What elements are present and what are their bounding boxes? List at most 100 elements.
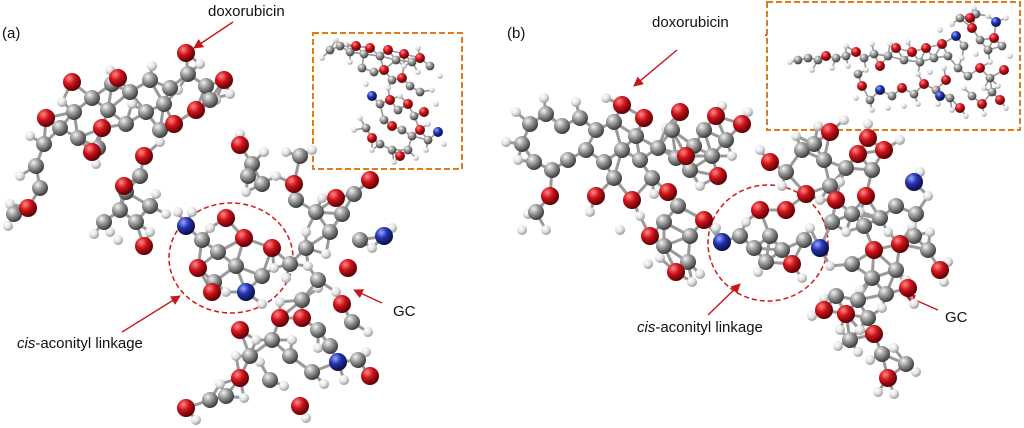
panel-b-hydrogen-atom (797, 273, 807, 283)
panel-a-carbon-atom (334, 206, 350, 222)
panel-b-oxygen-atom (899, 279, 917, 297)
panel-a-carbon-atom (28, 158, 44, 174)
panel-b-oxygen-atom (761, 153, 779, 171)
panel-a-carbon-atom (132, 168, 148, 184)
panel-a-doxorubicin-arrow (193, 21, 234, 49)
panel-b-carbon-atom (824, 214, 840, 230)
panel-b-inset-carbon-atom (915, 57, 925, 67)
panel-b-hydrogen-atom (815, 195, 825, 205)
panel-b-oxygen-atom (623, 191, 641, 209)
panel-b-hydrogen-atom (585, 207, 595, 217)
panel-a-inset-oxygen-atom (385, 95, 395, 105)
panel-a-carbon-atom (84, 90, 100, 106)
panel-b-carbon-atom (898, 356, 914, 372)
panel-b-hydrogen-atom (883, 227, 893, 237)
panel-a-carbon-atom (142, 198, 158, 214)
panel-a-inset-oxygen-atom (351, 41, 361, 51)
panel-b-oxygen-atom (671, 103, 689, 121)
panel-a-hydrogen-atom (313, 343, 323, 353)
panel-b-linkage-arrow (707, 283, 741, 316)
panel-a-carbon-atom (304, 364, 320, 380)
panel-a-inset-carbon-atom (369, 67, 379, 77)
panel-b-carbon-atom (606, 170, 622, 186)
panel-a-oxygen-atom (217, 209, 235, 227)
panel-a-oxygen-atom (37, 109, 55, 127)
panel-a-hydrogen-atom (225, 89, 235, 99)
panel-b-carbon-atom (860, 310, 876, 326)
panel-a-carbon-atom (282, 348, 298, 364)
panel-b-carbon-atom (606, 114, 622, 130)
panel-a-oxygen-atom (231, 369, 249, 387)
panel-b-oxygen-atom (587, 187, 605, 205)
panel-a-inset-carbon-atom (345, 47, 355, 57)
panel-b-inset-carbon-atom (793, 55, 803, 65)
panel-b-carbon-atom (560, 152, 576, 168)
panel-b-inset-nitrogen-atom (875, 85, 885, 95)
panel-b-inset-carbon-atom (859, 53, 869, 63)
panel-b-inset-hydrogen-atom (985, 13, 991, 19)
panel-b-inset-oxygen-atom (955, 103, 965, 113)
panel-a-inset-nitrogen-atom (367, 91, 377, 101)
panel-a-inset-carbon-atom (405, 81, 415, 91)
panel-b-carbon-atom (704, 148, 720, 164)
panel-b-oxygen-atom (783, 255, 801, 273)
panel-a-tag: (a) (2, 25, 20, 42)
panel-a-inset-carbon-atom (361, 123, 371, 133)
panel-b-carbon-atom (864, 270, 880, 286)
panel-a-inset-hydrogen-atom (423, 147, 429, 153)
panel-a-carbon-atom (156, 96, 172, 112)
panel-b-inset-carbon-atom (899, 55, 909, 65)
panel-a-inset-carbon-atom (375, 51, 385, 61)
panel-a-carbon-atom (228, 258, 244, 274)
panel-a-hydrogen-atom (173, 207, 183, 217)
panel-a-hydrogen-atom (3, 221, 13, 231)
panel-a-inset-hydrogen-atom (429, 87, 435, 93)
panel-a-oxygen-atom (215, 71, 233, 89)
panel-a-carbon-atom (138, 104, 154, 120)
panel-a-doxorubicin-label: doxorubicin (208, 3, 285, 20)
panel-a-carbon-atom (202, 92, 218, 108)
panel-a-carbon-atom (118, 116, 134, 132)
panel-a-hydrogen-atom (321, 249, 331, 259)
panel-b-carbon-atom (816, 152, 832, 168)
panel-b-inset-hydrogen-atom (1003, 105, 1009, 111)
panel-a-inset-hydrogen-atom (357, 115, 363, 121)
panel-b-inset-oxygen-atom (891, 43, 901, 53)
panel-b-inset-oxygen-atom (989, 33, 999, 43)
panel-b-carbon-atom (696, 122, 712, 138)
panel-b-carbon-atom (650, 140, 666, 156)
panel-a-hydrogen-atom (301, 227, 311, 237)
panel-b-carbon-atom (908, 206, 924, 222)
panel-b-hydrogen-atom (649, 189, 659, 199)
panel-a-inset-hydrogen-atom (391, 159, 397, 165)
panel-b-carbon-atom (528, 204, 544, 220)
panel-b-carbon-atom (680, 254, 696, 270)
panel-b-inset-carbon-atom (975, 35, 985, 45)
panel-b-oxygen-atom (733, 115, 751, 133)
panel-a-oxygen-atom (291, 397, 309, 415)
panel-a-inset-hydrogen-atom (425, 121, 431, 127)
panel-a-hydrogen-atom (271, 171, 281, 181)
panel-b-hydrogen-atom (695, 269, 705, 279)
panel-a-oxygen-atom (187, 101, 205, 119)
panel-a-inset-carbon-atom (407, 131, 417, 141)
panel-a-carbon-atom (218, 388, 234, 404)
panel-b-inset-carbon-atom (967, 91, 977, 101)
panel-a-carbon-atom (310, 322, 326, 338)
panel-a-nitrogen-atom (237, 283, 255, 301)
panel-a-inset-carbon-atom (379, 115, 389, 125)
panel-b-oxygen-atom (837, 305, 855, 323)
panel-a-inset-oxygen-atom (415, 53, 425, 63)
panel-a-inset-hydrogen-atom (343, 41, 349, 47)
panel-b-inset-hydrogen-atom (959, 55, 965, 61)
panel-a-hydrogen-atom (257, 299, 267, 309)
panel-a-inset-hydrogen-atom (385, 85, 391, 91)
panel-b-inset-hydrogen-atom (787, 59, 793, 65)
panel-b-hydrogen-atom (655, 253, 665, 263)
panel-b-inset-hydrogen-atom (1003, 15, 1009, 21)
panel-a-hydrogen-atom (239, 393, 249, 403)
panel-b-nitrogen-atom (811, 239, 829, 257)
panel-a-carbon-atom (32, 180, 48, 196)
panel-a-hydrogen-atom (195, 59, 205, 69)
panel-b-oxygen-atom (777, 201, 795, 219)
